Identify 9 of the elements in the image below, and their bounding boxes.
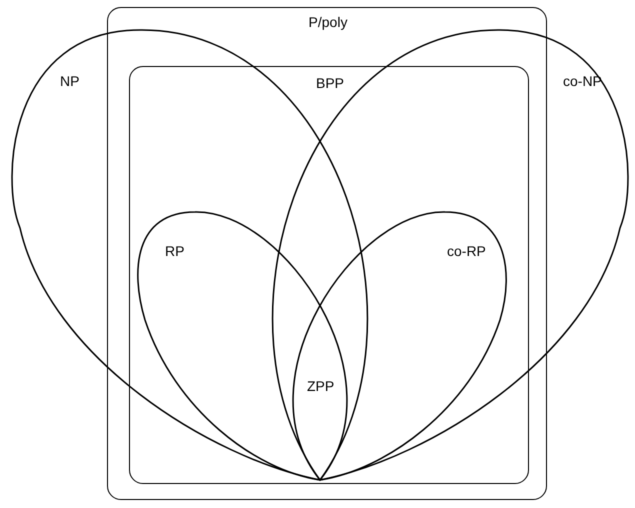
class-name: P/poly <box>308 14 348 30</box>
class-name: co-RP <box>447 243 486 259</box>
class-name: BPP <box>316 75 344 91</box>
class-name: co-NP <box>563 73 602 89</box>
region-label: ZPP <box>307 378 334 394</box>
class-region-box <box>129 66 529 484</box>
class-name: NP <box>60 73 80 89</box>
class-region-box <box>107 7 547 500</box>
class-name: RP <box>165 243 184 259</box>
